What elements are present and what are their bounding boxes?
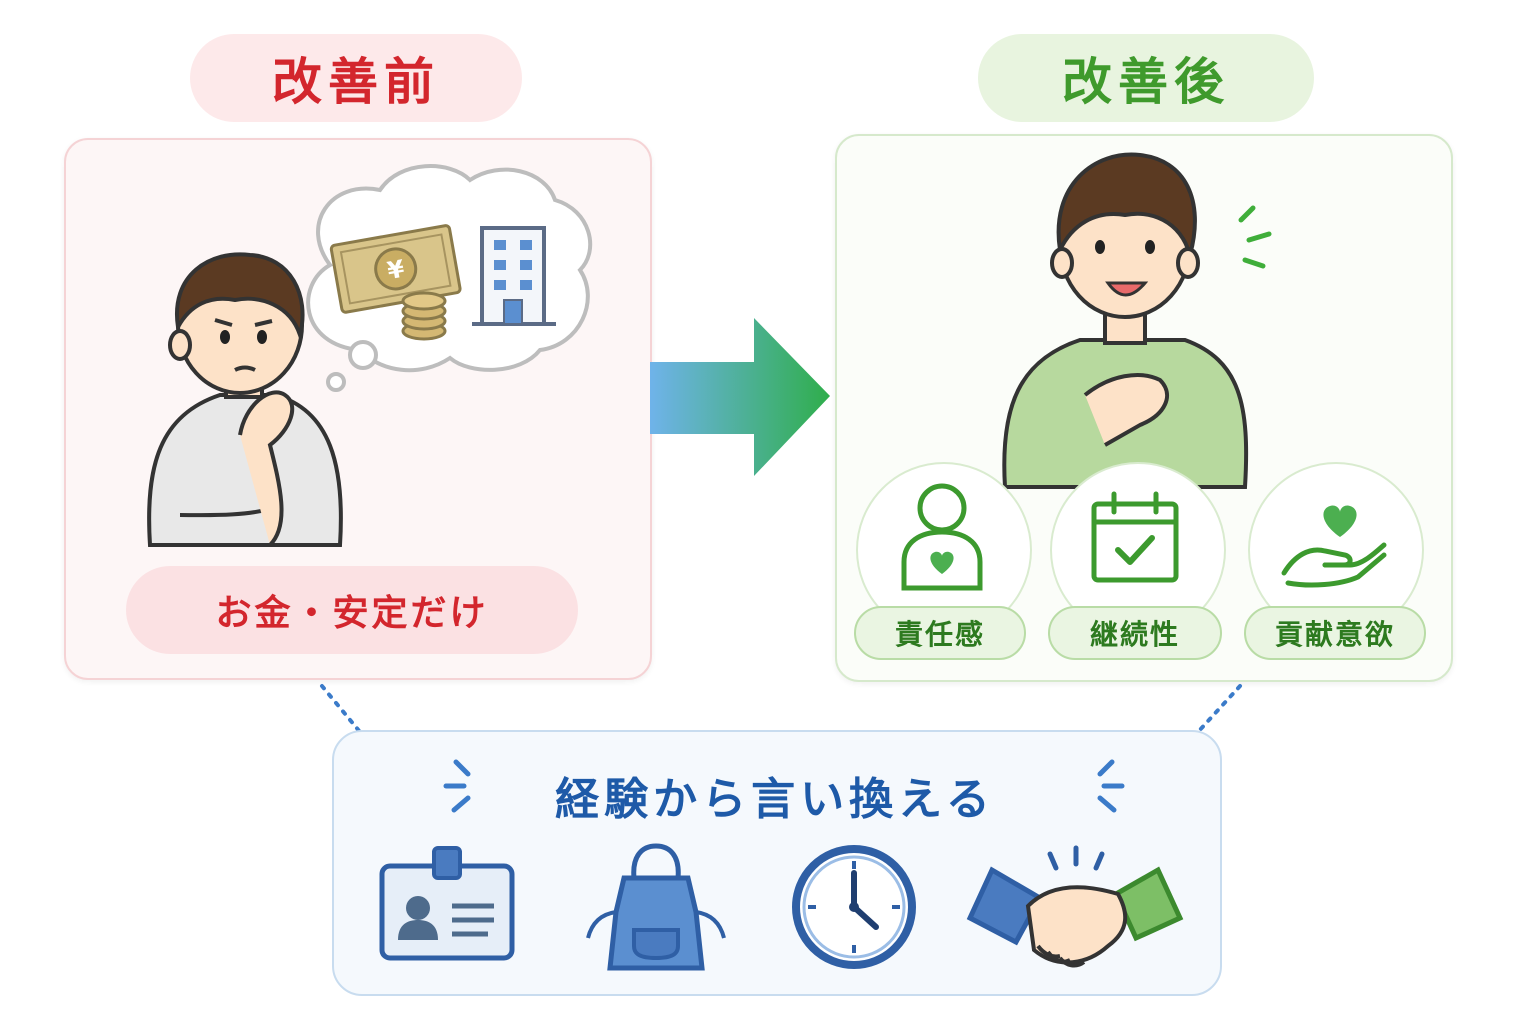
value-label-contribution: 貢献意欲 bbox=[1244, 606, 1426, 660]
happy-person-illustration bbox=[1002, 152, 1249, 489]
calendar-check-icon bbox=[1091, 491, 1179, 583]
transition-arrow bbox=[650, 318, 830, 476]
sparkle-lines-icon bbox=[1238, 205, 1272, 269]
value-label-responsibility: 責任感 bbox=[854, 606, 1026, 660]
apron-icon bbox=[586, 843, 726, 971]
office-building-icon bbox=[472, 226, 556, 326]
clock-icon bbox=[792, 845, 916, 969]
value-label-continuity: 継続性 bbox=[1048, 606, 1222, 660]
emphasis-lines-right-icon bbox=[1097, 759, 1125, 813]
id-badge-icon bbox=[379, 846, 515, 961]
before-caption: お金・安定だけ bbox=[126, 566, 578, 654]
hand-heart-icon bbox=[1281, 505, 1387, 588]
yen-banknote-icon: ¥ bbox=[329, 224, 462, 314]
after-title: 改善後 bbox=[978, 34, 1314, 122]
person-heart-icon bbox=[901, 483, 983, 591]
bottom-title: 経験から言い換える bbox=[555, 774, 995, 825]
before-title: 改善前 bbox=[190, 34, 522, 122]
svg-text:¥: ¥ bbox=[385, 255, 407, 286]
worried-person-illustration bbox=[147, 252, 343, 547]
coins-icon bbox=[401, 291, 447, 341]
handshake-icon bbox=[966, 845, 1184, 968]
emphasis-lines-left-icon bbox=[443, 759, 471, 813]
